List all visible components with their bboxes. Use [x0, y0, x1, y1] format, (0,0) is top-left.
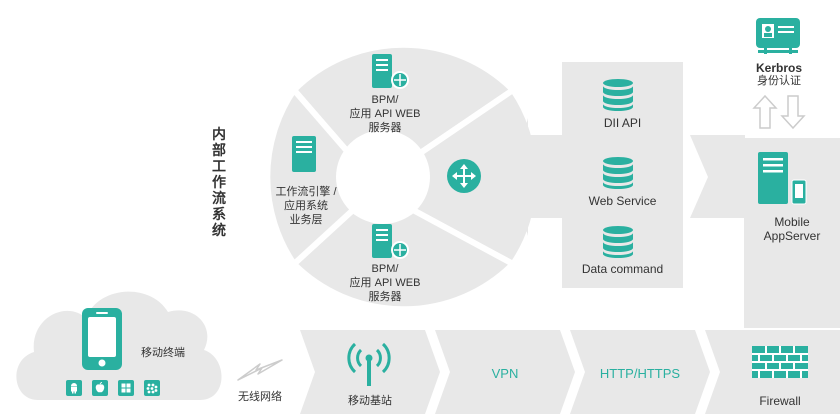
mobile-app-server-label: Mobile AppServer — [763, 215, 821, 243]
data-command-database-icon — [603, 226, 633, 258]
internal-workflow-label: 内部工作流系统 — [212, 126, 226, 238]
server-to-api-chevron — [690, 135, 745, 218]
data-command-label: Data command — [581, 262, 664, 276]
kerbros-title: Kerbros — [755, 61, 802, 75]
android-icon — [66, 380, 82, 396]
id-card-icon — [756, 18, 800, 54]
apple-icon — [92, 380, 108, 396]
windows-icon — [118, 380, 134, 396]
firewall-icon — [752, 346, 808, 378]
kerbros-subtitle: 身份认证 — [757, 75, 801, 87]
base-station-label: 移动基站 — [348, 395, 392, 407]
mobile-terminal-label: 移动终端 — [141, 347, 185, 359]
dii-api-label: DII API — [603, 116, 642, 130]
auth-exchange-arrows-icon — [752, 94, 806, 130]
workflow-engine-label: 工作流引擎 / 应用系统 业务层 — [275, 186, 337, 226]
antenna-icon — [347, 342, 391, 386]
router-icon — [447, 159, 481, 193]
bpm-bottom-label: BPM/ 应用 API WEB 服务器 — [349, 263, 421, 303]
web-service-database-icon — [603, 157, 633, 189]
bpm-top-label: BPM/ 应用 API WEB 服务器 — [349, 94, 421, 134]
bpm-top-server-icon — [372, 54, 409, 89]
blackberry-icon — [144, 380, 160, 396]
wireless-label: 无线网络 — [238, 391, 282, 403]
mobile-app-server-icon — [758, 152, 807, 205]
http-band — [570, 330, 710, 414]
vpn-band — [435, 330, 575, 414]
firewall-label: Firewall — [759, 394, 801, 408]
mobile-phone-icon — [82, 308, 122, 370]
api-arrow — [512, 118, 562, 236]
http-label: HTTP/HTTPS — [599, 366, 681, 381]
web-service-label: Web Service — [588, 194, 657, 208]
dii-api-database-icon — [603, 79, 633, 111]
vpn-label: VPN — [491, 366, 519, 381]
lightning-icon — [237, 359, 283, 381]
workflow-server-icon — [292, 136, 316, 172]
bpm-bottom-server-icon — [372, 224, 409, 259]
